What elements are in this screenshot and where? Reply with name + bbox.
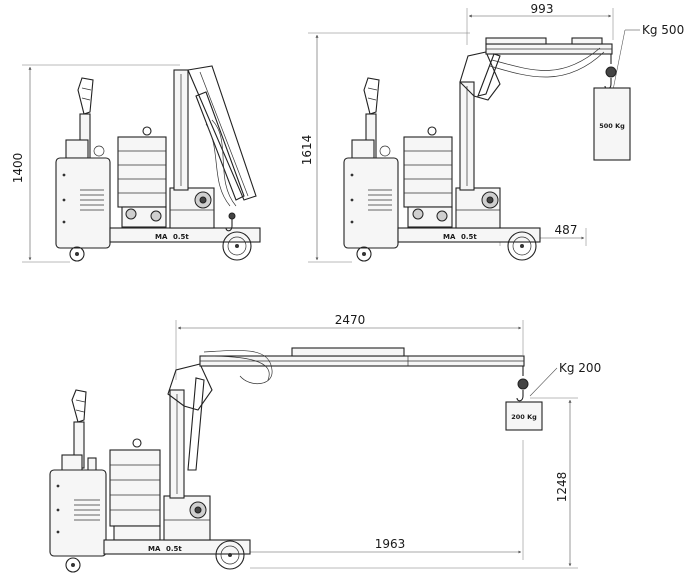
load-label-500: 500 Kg bbox=[599, 122, 625, 130]
capacity-callout-extended: Kg 200 bbox=[529, 361, 601, 397]
capacity-label-500: Kg 500 bbox=[642, 23, 684, 37]
crane-body-extended: MA 0.5t bbox=[49, 347, 543, 573]
view-stowed: 1400 bbox=[11, 64, 261, 263]
dimension-height-raised: 1614 bbox=[300, 32, 470, 263]
dimension-label-2470: 2470 bbox=[335, 313, 366, 327]
dimension-label-487: 487 bbox=[555, 223, 578, 237]
dimension-label-1614: 1614 bbox=[300, 135, 314, 166]
brand-mark-stowed: 0.5t bbox=[173, 233, 189, 241]
dimension-height-stowed: 1400 bbox=[11, 64, 180, 263]
dimension-reach-extended: 2470 bbox=[175, 313, 524, 380]
capacity-label-200: Kg 200 bbox=[559, 361, 601, 375]
crane-body-raised: MA 0.5t bbox=[343, 37, 631, 262]
dimension-reach-raised: 993 bbox=[466, 2, 614, 45]
crane-body-stowed: 0.5t MA bbox=[55, 65, 261, 262]
dimension-hook-height: 1248 bbox=[250, 397, 578, 569]
brand-mark-raised: 0.5t bbox=[461, 233, 477, 241]
brand-logo-extended: MA bbox=[148, 545, 161, 553]
brand-logo-stowed: MA bbox=[155, 233, 168, 241]
dimension-label-1248: 1248 bbox=[555, 472, 569, 503]
dimension-label-1963: 1963 bbox=[375, 537, 406, 551]
load-label-200: 200 Kg bbox=[511, 413, 537, 421]
brand-mark-extended: 0.5t bbox=[166, 545, 182, 553]
dimension-ground-reach: 1963 bbox=[229, 440, 524, 560]
view-extended: 2470 1248 1963 Kg 200 bbox=[49, 313, 601, 573]
dimension-label-1400: 1400 bbox=[11, 153, 25, 184]
dimension-label-993: 993 bbox=[531, 2, 554, 16]
view-raised: 993 1614 487 Kg 500 bbox=[300, 2, 684, 263]
brand-logo-raised: MA bbox=[443, 233, 456, 241]
